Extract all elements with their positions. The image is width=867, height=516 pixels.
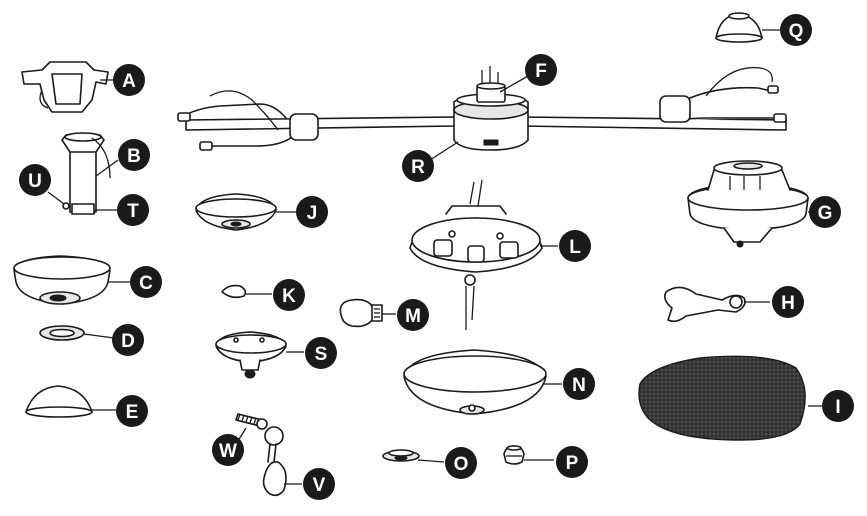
part-e-canopy-cover: [25, 385, 116, 418]
svg-text:P: P: [566, 453, 579, 474]
svg-text:R: R: [411, 157, 425, 178]
svg-text:S: S: [315, 344, 328, 365]
label-a: A: [113, 64, 145, 96]
label-i: I: [822, 390, 854, 422]
label-f: F: [525, 54, 557, 86]
part-w-screw: [235, 413, 268, 445]
part-s-light-adapter: [215, 331, 304, 379]
label-c: C: [130, 266, 162, 298]
part-i-blade: [638, 355, 826, 441]
label-g: G: [809, 196, 841, 228]
part-p-finial-nut: [503, 445, 554, 465]
svg-text:T: T: [127, 201, 139, 222]
svg-text:D: D: [121, 331, 135, 352]
part-l-light-kit: [409, 179, 558, 330]
part-q-top-cap: [715, 12, 780, 43]
label-k: K: [273, 279, 305, 311]
label-n: N: [563, 368, 595, 400]
label-l: L: [559, 230, 591, 262]
label-o: O: [445, 447, 477, 479]
svg-text:B: B: [127, 146, 141, 167]
svg-text:O: O: [454, 454, 469, 475]
svg-text:A: A: [122, 71, 136, 92]
part-b-downrod: [47, 132, 119, 215]
svg-text:G: G: [818, 203, 833, 224]
label-w: W: [212, 434, 244, 466]
svg-text:I: I: [835, 397, 840, 418]
part-v-pull-chain: [262, 426, 302, 497]
svg-text:H: H: [781, 293, 795, 314]
part-k-nut: [221, 284, 272, 299]
svg-text:N: N: [572, 375, 586, 396]
label-j: J: [296, 196, 328, 228]
part-c-canopy: [13, 255, 130, 305]
part-o-finial: [382, 449, 445, 463]
label-u: U: [19, 164, 51, 196]
label-r: R: [402, 150, 434, 182]
label-s: S: [305, 337, 337, 369]
label-q: Q: [780, 14, 812, 46]
svg-text:F: F: [535, 61, 547, 82]
label-v: V: [303, 468, 335, 500]
part-f-motor-assembly: [177, 66, 787, 161]
label-t: T: [117, 194, 149, 226]
label-d: D: [112, 324, 144, 356]
label-e: E: [116, 395, 148, 427]
svg-text:Q: Q: [789, 21, 804, 42]
part-d-ring: [39, 325, 115, 341]
label-p: P: [556, 446, 588, 478]
svg-text:J: J: [307, 203, 318, 224]
svg-text:V: V: [313, 475, 326, 496]
part-n-glass-bowl: [403, 349, 562, 415]
part-h-blade-iron: [664, 286, 770, 323]
part-g-switch-housing: [687, 160, 826, 248]
svg-text:M: M: [405, 306, 421, 327]
svg-text:U: U: [28, 171, 42, 192]
part-m-bulb: [339, 298, 396, 328]
svg-text:E: E: [126, 402, 139, 423]
label-badges: A B T U C D E F R Q G H I J K S W V L M …: [19, 14, 854, 500]
part-a-mounting-bracket: [21, 61, 118, 113]
label-b: B: [118, 139, 150, 171]
label-m: M: [397, 299, 429, 331]
part-j-switch-cap: [195, 193, 296, 231]
svg-text:W: W: [219, 441, 237, 462]
label-h: H: [772, 286, 804, 318]
svg-text:C: C: [139, 273, 153, 294]
svg-text:K: K: [282, 286, 296, 307]
svg-text:L: L: [569, 237, 581, 258]
